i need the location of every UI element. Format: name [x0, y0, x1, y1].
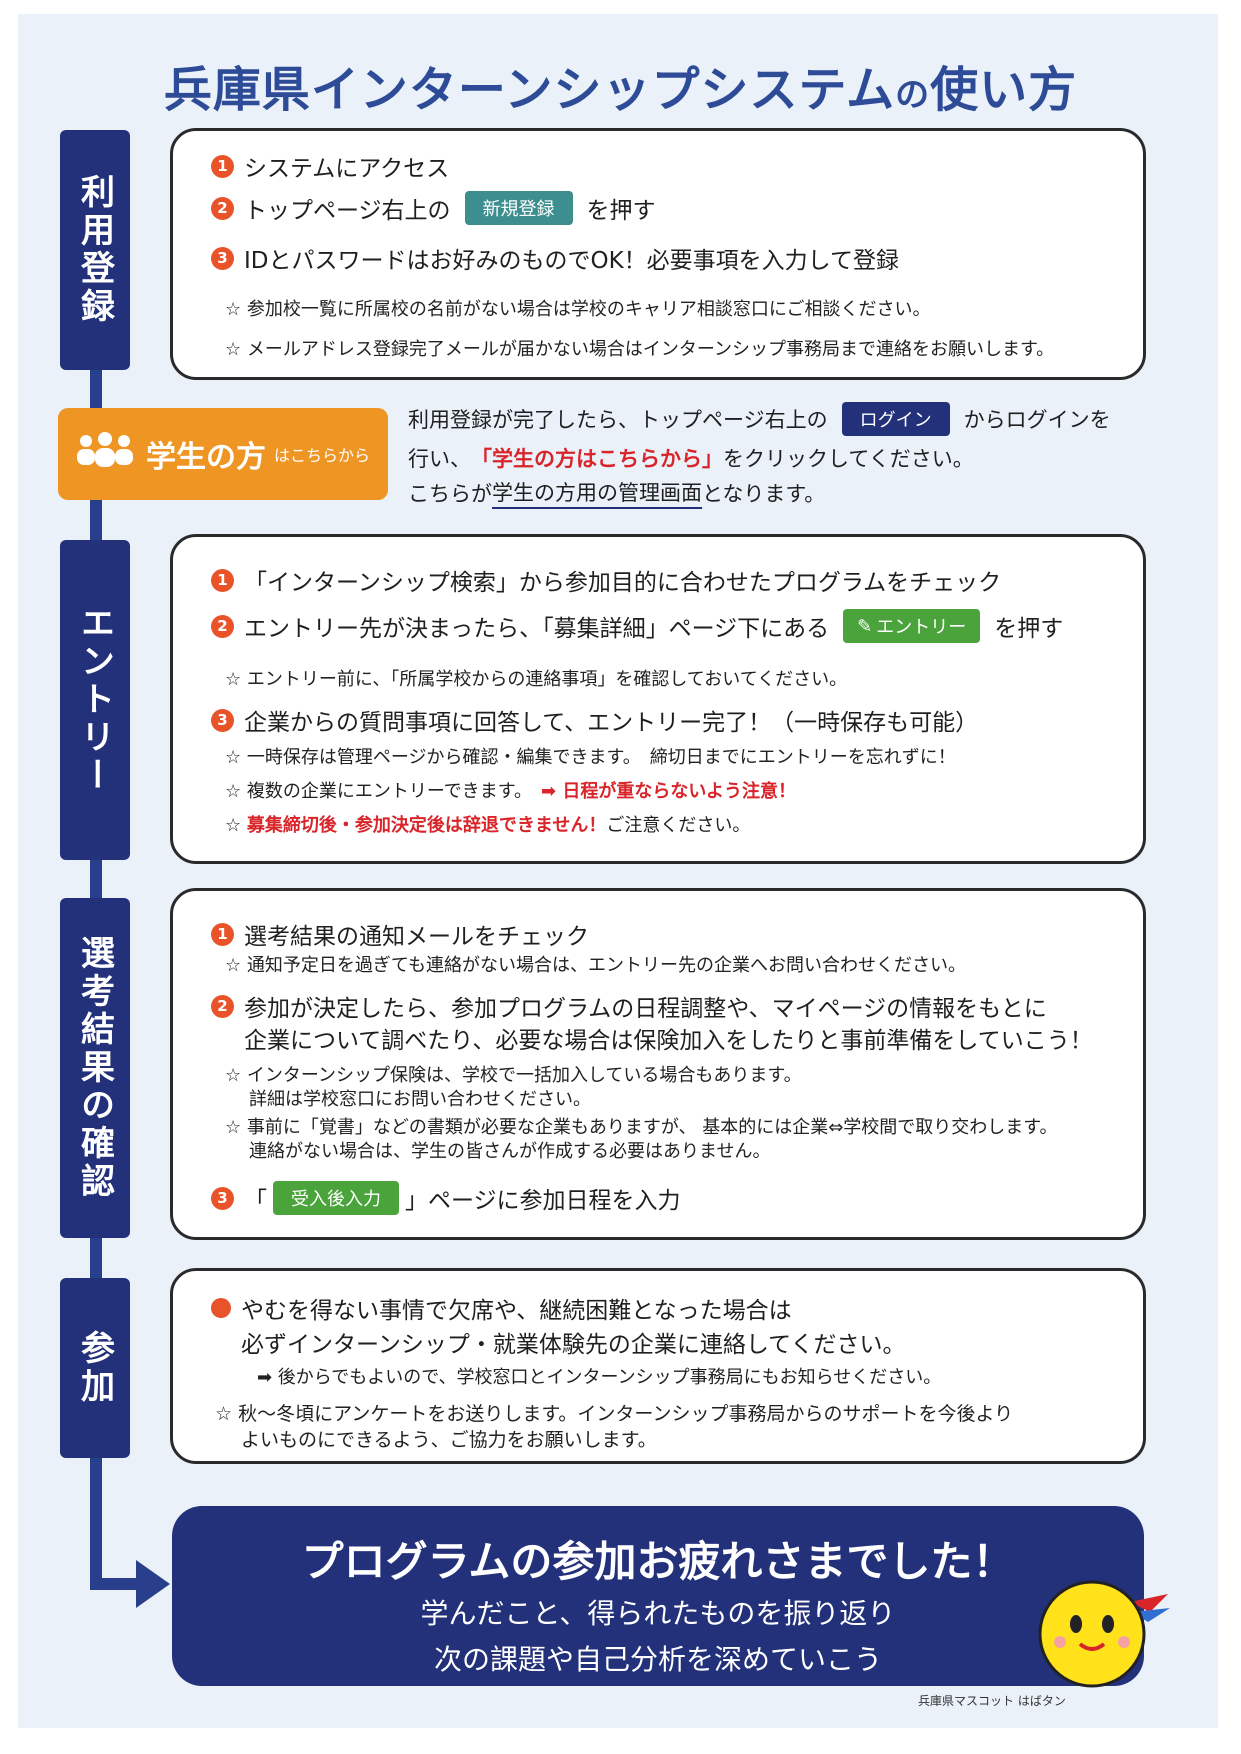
join-item-1-cont: 必ずインターンシップ・就業体験先の企業に連絡してください。 [241, 1332, 906, 1358]
step-number-badge: 3 [211, 1186, 234, 1210]
closing-banner: プログラムの参加お疲れさまでした！ 学んだこと、得られたものを振り返り 次の課題… [172, 1506, 1144, 1686]
mascot-caption: 兵庫県マスコット はばタン [918, 1694, 1066, 1708]
login-button[interactable]: ログイン [841, 402, 950, 436]
closing-line-1: 学んだこと、得られたものを振り返り [420, 1597, 896, 1630]
student-line-2: 行い、「学生の方はこちらから」をクリックしてください。 [408, 447, 974, 471]
mascot-habatan-icon [1038, 1580, 1170, 1688]
step-number-badge: 1 [211, 922, 234, 946]
closing-line-2: 次の課題や自己分析を深めていこう [433, 1643, 882, 1676]
reg-step-1: 1 システムにアクセス [211, 149, 449, 183]
result-note-1: ☆ 通知予定日を過ぎても連絡がない場合は、エントリー先の企業へお問い合わせくださ… [225, 955, 966, 976]
entry-note-a: ☆ エントリー前に、「所属学校からの連絡事項」を確認しておいてください。 [225, 669, 848, 690]
step-number-badge: 2 [211, 994, 234, 1018]
people-icon [74, 431, 136, 477]
reg-step-2: 2 トップページ右上の 新規登録 を押す [211, 191, 656, 225]
reg-note-1: ☆ 参加校一覧に所属校の名前がない場合は学校のキャリア相談窓口にご相談ください。 [225, 299, 931, 320]
join-note-a: ☆ 秋～冬頃にアンケートをお送りします。インターンシップ事務局からのサポートを今… [215, 1403, 1014, 1425]
edit-icon: ✎ [857, 615, 873, 637]
post-acceptance-input-button[interactable]: 受入後入力 [273, 1181, 399, 1215]
join-note-b: よいものにできるよう、ご協力をお願いします。 [241, 1429, 657, 1451]
closing-headline: プログラムの参加お疲れさまでした！ [301, 1537, 1015, 1586]
result-step-1: 1 選考結果の通知メールをチェック [211, 917, 589, 951]
card-result: 1 選考結果の通知メールをチェック ☆ 通知予定日を過ぎても連絡がない場合は、エ… [170, 888, 1146, 1240]
card-registration: 1 システムにアクセス 2 トップページ右上の 新規登録 を押す 3 IDとパス… [170, 128, 1146, 380]
step-label-result: 選考結果の確認 [60, 898, 130, 1238]
entry-step-3: 3 企業からの質問事項に回答して、エントリー完了！（一時保存も可能） [211, 703, 978, 737]
entry-note-2: ☆ 複数の企業にエントリーできます。 ➡ 日程が重ならないよう注意！ [225, 781, 796, 802]
step-number-badge: 3 [211, 246, 234, 270]
reg-note-2: ☆ メールアドレス登録完了メールが届かない場合はインターンシップ事務局まで連絡を… [225, 339, 1055, 360]
join-item-1-arrow-note: ➡ 後からでもよいので、学校窓口とインターンシップ事務局にもお知らせください。 [257, 1367, 942, 1388]
card-entry: 1 「インターンシップ検索」から参加目的に合わせたプログラムをチェック 2 エン… [170, 534, 1146, 864]
entry-note-1: ☆ 一時保存は管理ページから確認・編集できます。 締切日までにエントリーを忘れず… [225, 747, 956, 768]
step-label-entry: エントリー [60, 540, 130, 860]
flow-arrow-icon [136, 1560, 170, 1608]
flow-line-horizontal [90, 1578, 140, 1590]
page-title: 兵庫県インターンシップシステムの使い方 [163, 62, 1078, 118]
result-note-3b: 連絡がない場合は、学生の皆さんが作成する必要はありません。 [249, 1141, 771, 1162]
student-line-1: 利用登録が完了したら、トップページ右上の ログイン からログインを [408, 402, 1111, 436]
student-line-3: こちらが学生の方用の管理画面となります。 [408, 477, 825, 509]
step-number-badge: 1 [211, 154, 234, 178]
step-number-badge: 1 [211, 568, 234, 592]
result-note-3a: ☆ 事前に「覚書」などの書類が必要な企業もありますが、 基本的には企業⇔学校間で… [225, 1117, 1058, 1138]
entry-step-1: 1 「インターンシップ検索」から参加目的に合わせたプログラムをチェック [211, 563, 1001, 597]
step-label-registration: 利用登録 [60, 130, 130, 370]
entry-step-2: 2 エントリー先が決まったら、「募集詳細」ページ下にある ✎エントリー を押す [211, 609, 1063, 643]
entry-note-3: ☆ 募集締切後・参加決定後は辞退できません！ご注意ください。 [225, 815, 751, 836]
result-step-3: 3 「 受入後入力 」ページに参加日程を入力 [211, 1181, 681, 1215]
result-step-2-cont: 企業について調べたり、必要な場合は保険加入をしたりと事前準備をしていこう！ [244, 1028, 1093, 1054]
bullet-dot [211, 1298, 231, 1318]
join-item-1: やむを得ない事情で欠席や、継続困難となった場合は [211, 1291, 792, 1325]
card-participation: やむを得ない事情で欠席や、継続困難となった場合は 必ずインターンシップ・就業体験… [170, 1268, 1146, 1464]
reg-step-3: 3 IDとパスワードはお好みのものでOK！必要事項を入力して登録 [211, 241, 899, 275]
step-number-badge: 2 [211, 196, 234, 220]
student-login-tab[interactable]: 学生の方 はこちらから [58, 408, 388, 500]
result-note-2b: 詳細は学校窓口にお問い合わせください。 [249, 1089, 591, 1110]
step-number-badge: 3 [211, 708, 234, 732]
result-note-2a: ☆ インターンシップ保険は、学校で一括加入している場合もあります。 [225, 1065, 802, 1086]
entry-button[interactable]: ✎エントリー [843, 609, 981, 643]
result-step-2: 2 参加が決定したら、参加プログラムの日程調整や、マイページの情報をもとに [211, 989, 1047, 1023]
new-registration-button[interactable]: 新規登録 [464, 191, 573, 225]
step-label-participation: 参加 [60, 1278, 130, 1458]
step-number-badge: 2 [211, 614, 234, 638]
